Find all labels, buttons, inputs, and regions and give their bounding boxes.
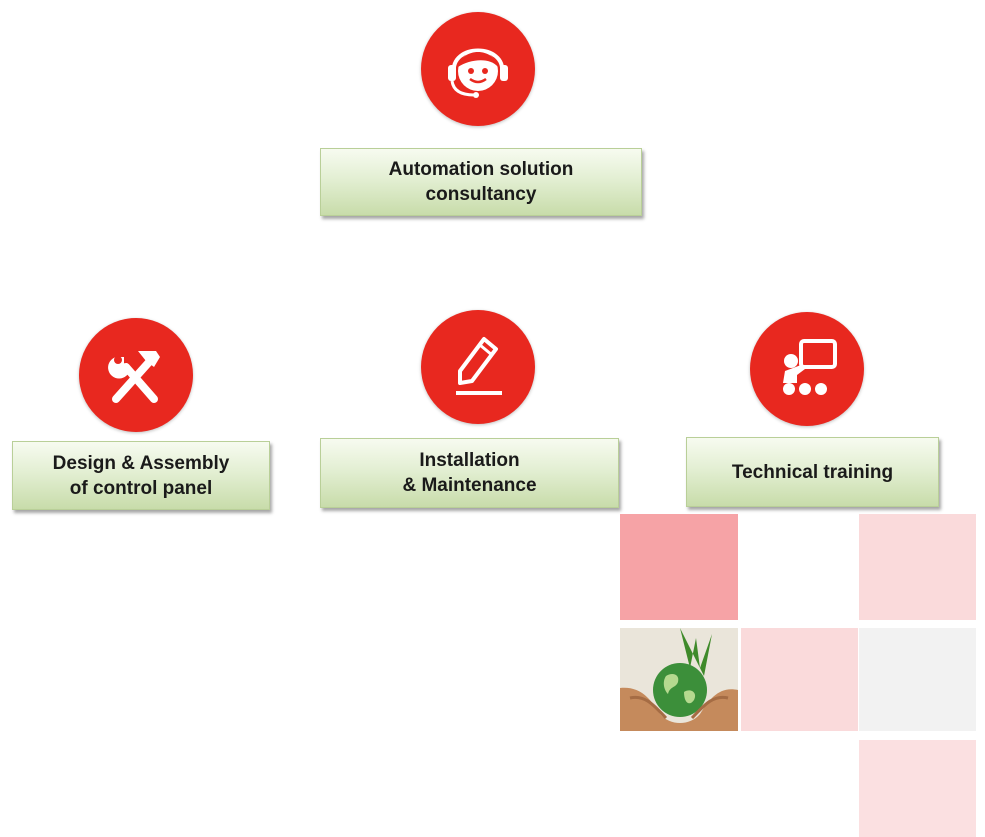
design-label-box: Design & Assembly of control panel [12, 441, 270, 510]
design-label: Design & Assembly of control panel [52, 452, 230, 499]
decor-tile-light-3 [859, 740, 976, 837]
presentation-board-icon [783, 339, 837, 395]
decor-tile-strong [620, 514, 738, 620]
decor-tile-globe-image [620, 628, 738, 731]
hammer-wrench-icon [108, 351, 160, 403]
consultancy-label: Automation solution consultancy [388, 159, 574, 205]
consultancy-icon-circle [421, 12, 535, 126]
consultancy-label-box: Automation solution consultancy [320, 148, 642, 216]
design-icon-circle [79, 318, 193, 432]
training-icon-circle [750, 312, 864, 426]
headset-person-icon [448, 48, 508, 98]
installation-icon-circle [421, 310, 535, 424]
decor-tile-grey [859, 628, 976, 731]
training-label-box: Technical training [686, 437, 939, 507]
pencil-icon [456, 337, 502, 395]
decor-tile-light [859, 514, 976, 620]
installation-label: Installation & Maintenance [402, 450, 537, 496]
hands-globe-icon [620, 628, 738, 731]
decor-tile-light-2 [741, 628, 858, 731]
training-label: Technical training [731, 461, 894, 483]
installation-label-box: Installation & Maintenance [320, 438, 619, 508]
